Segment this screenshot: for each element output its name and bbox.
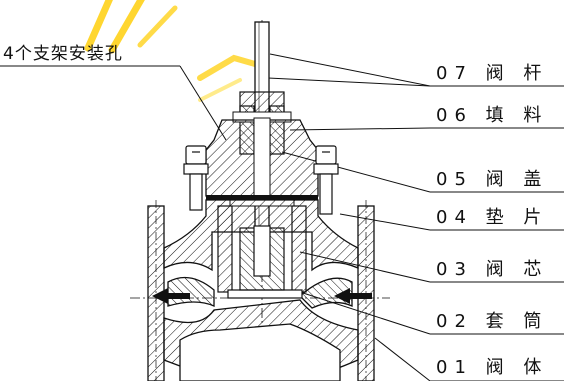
valve-bonnet (205, 117, 319, 207)
flange-centerlines (155, 200, 367, 381)
part-label-body: 01 阀 体 (436, 357, 549, 378)
part-label-stem: 07 阀 杆 (436, 63, 549, 84)
mounting-holes-label: 4个支架安装孔 (3, 44, 123, 64)
gasket (206, 195, 318, 200)
flow-arrows (152, 288, 372, 304)
part-label-gasket: 04 垫 片 (436, 207, 549, 228)
valve-body (147, 199, 375, 382)
bonnet-bolts (183, 145, 339, 215)
valve-plug (239, 225, 285, 291)
part-label-sleeve: 02 套 筒 (436, 311, 549, 332)
part-label-plug: 03 阀 芯 (436, 259, 549, 280)
part-label-bonnet: 05 阀 盖 (436, 169, 549, 190)
watermark (84, 0, 265, 102)
part-label-packing: 06 填 料 (436, 105, 549, 126)
cage-sleeve (217, 205, 307, 299)
